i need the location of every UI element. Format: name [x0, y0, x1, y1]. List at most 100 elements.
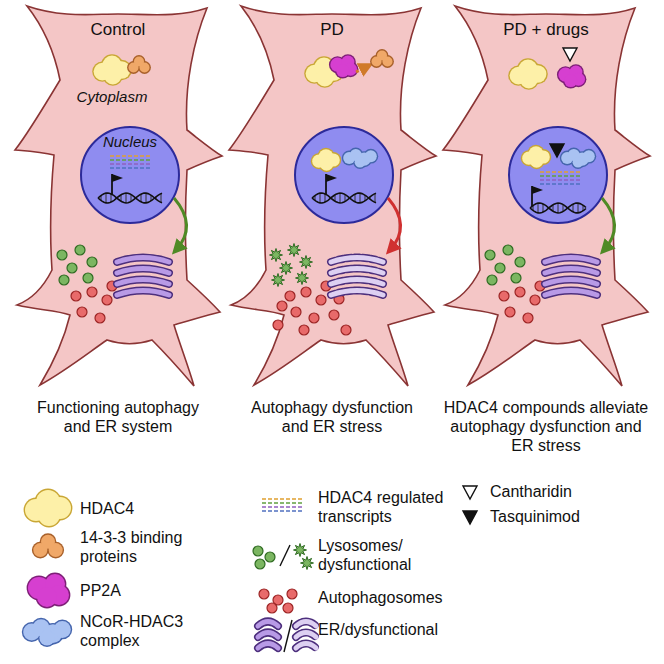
dna-rung: [141, 194, 142, 202]
lysosome: [87, 257, 97, 267]
dysfunctional-lysosome: [300, 256, 313, 269]
autophagosome: [530, 295, 540, 305]
dna-strand: [312, 193, 376, 203]
shape: [583, 150, 595, 162]
hdac4: [508, 58, 548, 90]
shape: [355, 157, 366, 168]
pp2a: [329, 54, 358, 78]
arrow: [602, 198, 615, 250]
dna-strand: [98, 193, 162, 203]
nucleus: [509, 127, 607, 223]
shape: [320, 158, 333, 171]
er-lumen: [331, 258, 383, 263]
lysosome: [67, 263, 77, 273]
er-membrane: [545, 258, 597, 263]
ncor-hdac3: [342, 148, 378, 169]
swatch-shape: [250, 584, 310, 614]
autophagosome: [515, 287, 525, 297]
autophagosome: [291, 307, 301, 317]
autophagosome: [523, 313, 533, 323]
shape: [520, 71, 538, 89]
hdac4: [24, 489, 73, 528]
lysosome: [515, 257, 525, 267]
transcript: [540, 179, 580, 181]
autophagosome: [316, 295, 326, 305]
legend-swatch: [20, 490, 76, 526]
promoter-flag: [112, 174, 123, 182]
swatch-shape: [28, 530, 68, 562]
swatch-shape: [16, 612, 78, 652]
er-membrane: [258, 633, 278, 638]
shape: [316, 69, 334, 87]
text-label: Autophagy dysfunction and ER stress: [236, 398, 428, 436]
text-label: HDAC4 compounds alleviate autophagy dysf…: [440, 398, 652, 456]
14-3-3: [127, 55, 151, 74]
er-membrane: [545, 269, 597, 274]
dna-rung: [111, 194, 112, 202]
autophagosome: [95, 313, 105, 323]
text-label: Autophagosomes: [318, 588, 458, 607]
14-3-3: [370, 49, 394, 68]
lysosome: [503, 245, 513, 255]
autophagosome: [87, 287, 97, 297]
er-lumen: [545, 258, 597, 263]
dna-rung: [558, 203, 559, 213]
14-3-3: [32, 533, 64, 558]
autophagosome: [267, 603, 277, 613]
shape: [54, 621, 71, 638]
cell-outline: [443, 6, 650, 386]
dna-rung: [106, 193, 107, 203]
transcript: [540, 175, 580, 177]
text-label: Cytoplasm: [62, 88, 162, 106]
cell-outline: [15, 6, 222, 386]
er-membrane: [331, 258, 383, 263]
autophagosome: [329, 310, 339, 320]
pp2a: [557, 64, 586, 88]
dna-rung: [126, 193, 127, 203]
er-lumen: [258, 644, 278, 649]
text-label: HDAC4: [80, 499, 200, 518]
legend-swatch: [250, 584, 310, 614]
er-membrane: [545, 280, 597, 285]
dna-strand: [530, 203, 586, 213]
text-label: PP2A: [80, 581, 200, 600]
text-label: PD: [226, 20, 438, 40]
er-lumen: [117, 280, 169, 285]
swatch-shape: [20, 490, 76, 526]
dna-rung: [578, 203, 579, 213]
er-lumen: [258, 622, 278, 627]
text-label: Tasquinimod: [490, 507, 610, 526]
legend-swatch: [28, 530, 68, 562]
ncor-hdac3: [22, 618, 72, 647]
hdac4: [521, 145, 551, 169]
shape: [530, 155, 543, 168]
autophagosome: [71, 291, 81, 301]
dna-rung: [543, 204, 544, 212]
hdac4: [92, 54, 132, 86]
dna-strand: [312, 193, 376, 203]
er-lumen: [331, 280, 383, 285]
text-label: Lysosomes/ dysfunctional: [318, 536, 438, 574]
autophagosome: [309, 313, 319, 323]
legend-swatch: [24, 572, 74, 608]
text-label: ER/dysfunctional: [318, 620, 458, 639]
autophagosome: [505, 307, 515, 317]
dna-rung: [146, 193, 147, 203]
slash: [280, 545, 290, 566]
lysosome: [253, 546, 263, 556]
er-lumen: [117, 291, 169, 296]
transcript: [110, 167, 150, 169]
drug-triangle: [550, 144, 564, 157]
nucleus: Nucleus: [81, 127, 179, 223]
dna-rung: [355, 194, 356, 202]
dna-rung: [161, 194, 162, 203]
er-membrane: [331, 291, 383, 296]
shape: [41, 535, 55, 549]
text-label: HDAC4 regulated transcripts: [318, 488, 453, 526]
transcript: [110, 159, 150, 161]
er-lumen: [117, 258, 169, 263]
promoter-flag: [326, 174, 337, 182]
autophagosome: [499, 291, 509, 301]
lysosome: [495, 263, 505, 273]
